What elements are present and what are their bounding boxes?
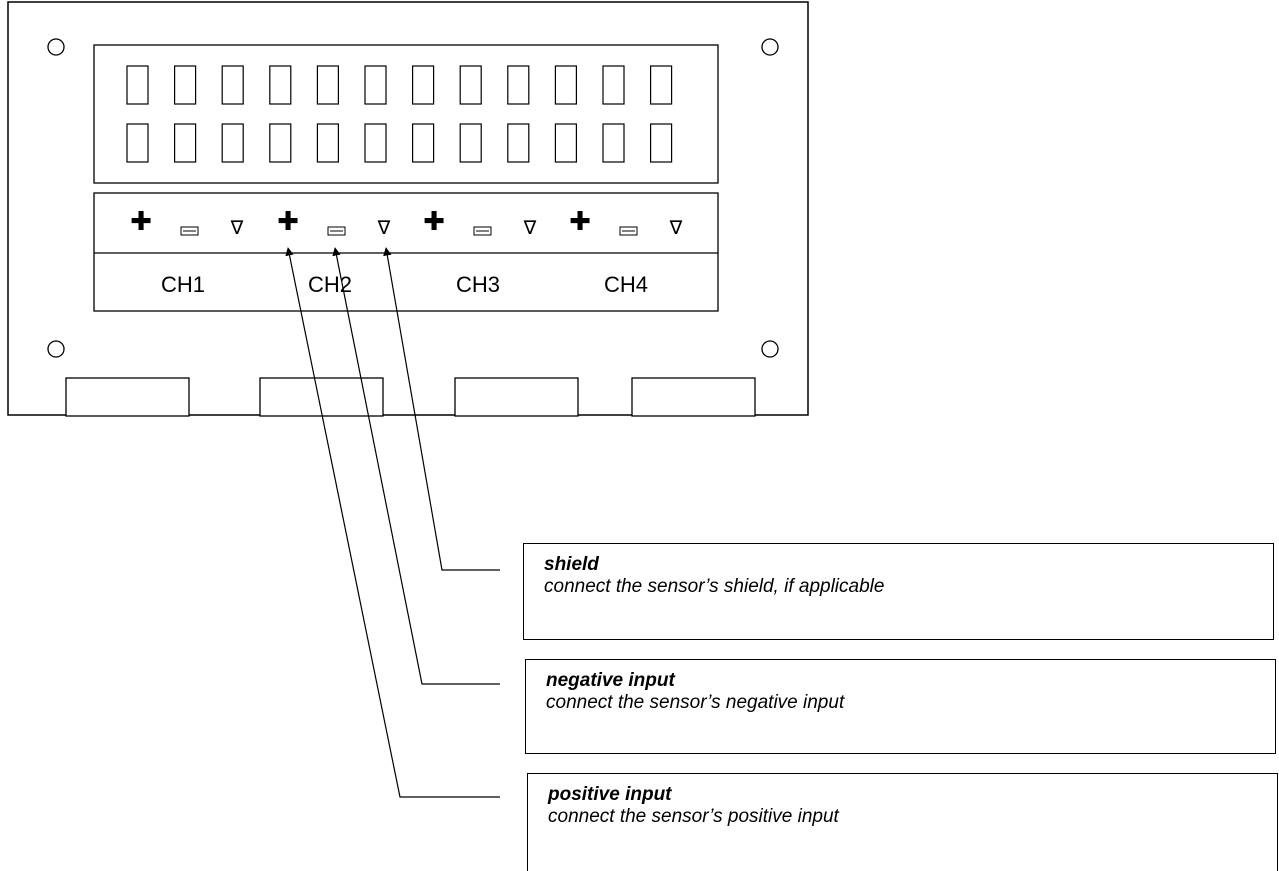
terminal-cells (126, 65, 673, 163)
terminal-cell-r2-c4 (269, 123, 292, 163)
leader-line-positive (285, 247, 500, 798)
terminal-cell-r1-c11 (602, 65, 625, 105)
channel-label-ch1: CH1 (161, 272, 205, 297)
callout-negative-title: negative input (546, 670, 675, 691)
shield-pin-symbol-ch4: ∇ (669, 217, 683, 239)
terminal-cell-r2-c5 (316, 123, 339, 163)
callout-shield: shield connect the sensor’s shield, if a… (523, 543, 1274, 640)
terminal-cell-r1-c8 (459, 65, 482, 105)
terminal-cell-r2-c12 (649, 123, 673, 163)
positive-pin-symbol-ch3: ✚ (423, 207, 445, 237)
terminal-cell-r2-c11 (602, 123, 625, 163)
positive-pin-symbol-ch4: ✚ (569, 207, 591, 237)
terminal-cell-r1-c6 (364, 65, 387, 105)
terminal-cell-r1-c5 (316, 65, 339, 105)
terminal-cell-r2-c1 (126, 123, 149, 163)
terminal-cell-r1-c12 (649, 65, 673, 105)
connector-tab-1 (65, 377, 190, 417)
connector-tab-4 (631, 377, 756, 417)
channel-label-ch2: CH2 (308, 272, 352, 297)
terminal-cell-r2-c3 (221, 123, 244, 163)
mounting-hole-top-left (47, 38, 65, 56)
terminal-cell-r2-c8 (459, 123, 482, 163)
callout-positive: positive input connect the sensor’s posi… (527, 773, 1278, 871)
terminal-cell-r2-c2 (174, 123, 197, 163)
terminal-cell-r1-c7 (412, 65, 435, 105)
terminal-cell-r1-c4 (269, 65, 292, 105)
connector-tab-3 (454, 377, 579, 417)
terminal-cell-r1-c2 (174, 65, 197, 105)
positive-pin-symbol-ch2: ✚ (277, 207, 299, 237)
callout-positive-description: connect the sensor’s positive input (548, 806, 839, 827)
leader-line-shield (383, 247, 500, 571)
terminal-cell-r1-c9 (507, 65, 530, 105)
shield-pin-symbol-ch2: ∇ (377, 217, 391, 239)
shield-pin-symbol-ch3: ∇ (523, 217, 537, 239)
pin-symbols: ✚ ∇ ✚ ∇ ✚ ∇ ✚ ∇ (130, 207, 683, 239)
terminal-cell-r2-c9 (507, 123, 530, 163)
mounting-hole-bottom-right (761, 340, 779, 358)
channel-label-ch3: CH3 (456, 272, 500, 297)
terminal-cell-r2-c6 (364, 123, 387, 163)
callout-positive-title: positive input (548, 784, 672, 805)
leader-line-negative (332, 247, 500, 685)
callout-negative-description: connect the sensor’s negative input (546, 692, 845, 713)
mounting-hole-bottom-left (47, 340, 65, 358)
terminal-cell-r2-c10 (554, 123, 578, 163)
mounting-hole-top-right (761, 38, 779, 56)
terminal-screw-panel (93, 44, 719, 184)
callout-shield-description: connect the sensor’s shield, if applicab… (544, 576, 885, 597)
positive-pin-symbol-ch1: ✚ (130, 207, 152, 237)
callout-negative: negative input connect the sensor’s nega… (525, 659, 1276, 754)
channel-label-ch4: CH4 (604, 272, 648, 297)
terminal-cell-r1-c10 (554, 65, 578, 105)
terminal-cell-r1-c3 (221, 65, 244, 105)
label-strip: ✚ ∇ ✚ ∇ ✚ ∇ ✚ ∇ CH1 CH2 CH3 CH4 (93, 192, 719, 312)
terminal-cell-r1-c1 (126, 65, 149, 105)
terminal-cell-r2-c7 (412, 123, 435, 163)
shield-pin-symbol-ch1: ∇ (230, 217, 244, 239)
callout-shield-title: shield (544, 554, 599, 575)
label-strip-frame (93, 192, 719, 312)
